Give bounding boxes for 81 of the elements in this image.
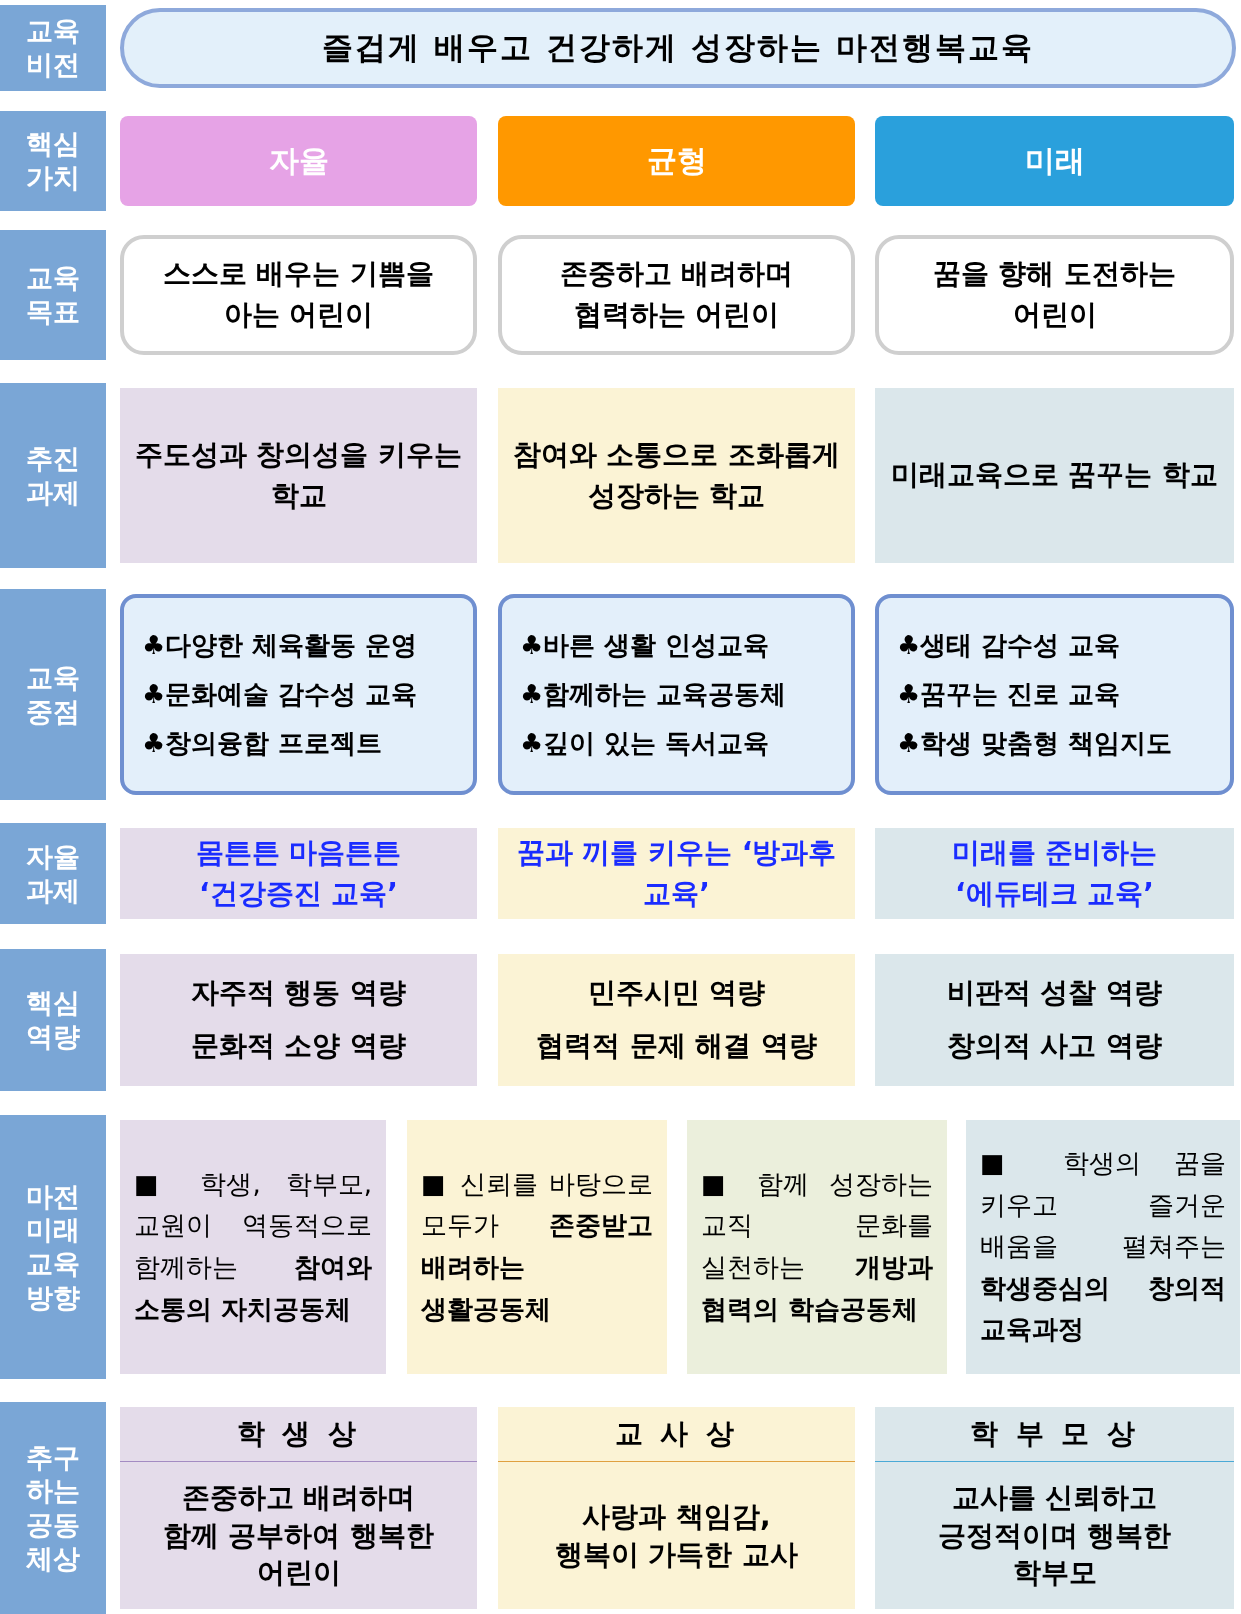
row-header (0, 589, 106, 800)
focus-item: ♣꿈꾸는 진로 교육 (897, 678, 1121, 711)
task-card (875, 388, 1234, 563)
theme-card (498, 828, 855, 919)
direction-text: ■ 신뢰를 바탕으로 모두가 존중받고 배려하는 생활공동체 (421, 1167, 653, 1326)
goal-card (498, 235, 855, 355)
value-label: 자율 (268, 141, 329, 180)
value-badge (498, 116, 855, 206)
ideal-heading: 학 생 상 (120, 1407, 477, 1462)
ideal-heading: 학 부 모 상 (875, 1407, 1234, 1462)
ideal-card (498, 1407, 855, 1609)
focus-item: ♣생태 감수성 교육 (897, 629, 1121, 662)
competency-text: 민주시민 역량 (586, 975, 767, 1012)
ideal-card (875, 1407, 1234, 1609)
row-heading: 교육 중점 (25, 660, 81, 729)
row-heading: 추구 하는 공동 체상 (25, 1440, 81, 1576)
card-text: 참여와 소통으로 조화롭게 성장하는 학교 (511, 436, 842, 514)
value-badge (120, 116, 477, 206)
card-text: 주도성과 창의성을 키우는 학교 (133, 436, 464, 514)
direction-card (120, 1120, 386, 1374)
row-header (0, 823, 106, 924)
competency-text: 비판적 성찰 역량 (945, 975, 1164, 1012)
ideal-card (120, 1407, 477, 1609)
row-heading: 마전 미래 교육 방향 (25, 1179, 81, 1315)
row-heading: 추진 과제 (25, 441, 81, 510)
card-text: 존중하고 배려하며 함께 공부하여 행복한 어린이 (161, 1479, 436, 1592)
row-heading: 핵심 가치 (25, 127, 81, 195)
row-heading: 교육 비전 (25, 14, 81, 82)
value-label: 균형 (646, 141, 707, 180)
goal-card (120, 235, 477, 355)
direction-text: ■ 학생, 학부모, 교원이 역동적으로 함께하는 참여와 소통의 자치공동체 (134, 1167, 372, 1326)
row-header (0, 230, 106, 360)
competency-card (120, 954, 477, 1086)
focus-card (120, 594, 477, 795)
card-text: 사랑과 책임감, 행복이 가득한 교사 (553, 1498, 800, 1573)
value-label: 미래 (1024, 141, 1085, 180)
theme-text: 꿈과 끼를 키우는 ‘방과후 교육’ (515, 834, 838, 912)
focus-item: ♣학생 맞춤형 책임지도 (897, 727, 1173, 760)
theme-card (120, 828, 477, 919)
focus-card (875, 594, 1234, 795)
competency-card (875, 954, 1234, 1086)
theme-text: 몸튼튼 마음튼튼 ‘건강증진 교육’ (194, 834, 403, 912)
goal-card (875, 235, 1234, 355)
row-header (0, 949, 106, 1091)
competency-text: 창의적 사고 역량 (945, 1028, 1164, 1064)
focus-item: ♣바른 생활 인성교육 (520, 629, 770, 662)
vision-text: 즐겁게 배우고 건강하게 성장하는 마전행복교육 (322, 28, 1034, 67)
focus-item: ♣창의융합 프로젝트 (142, 727, 383, 760)
row-header (0, 1115, 106, 1379)
task-card (120, 388, 477, 563)
competency-text: 협력적 문제 해결 역량 (534, 1028, 819, 1064)
direction-card (407, 1120, 667, 1374)
card-text: 교사를 신뢰하고 긍정적이며 행복한 학부모 (936, 1479, 1173, 1592)
direction-text: ■ 학생의 꿈을 키우고 즐거운 배움을 펼쳐주는 학생중심의 창의적 교육과정 (980, 1147, 1226, 1347)
row-header (0, 383, 106, 568)
row-heading: 교육 목표 (25, 261, 81, 329)
theme-text: 미래를 준비하는 ‘에듀테크 교육’ (950, 834, 1159, 912)
ideal-heading: 교 사 상 (498, 1407, 855, 1462)
row-heading: 핵심 역량 (25, 986, 81, 1054)
competency-text: 문화적 소양 역량 (189, 1028, 408, 1064)
card-text: 꿈을 향해 도전하는 어린이 (931, 256, 1178, 333)
card-text: 미래교육으로 꿈꾸는 학교 (889, 457, 1220, 494)
competency-card (498, 954, 855, 1086)
focus-item: ♣문화예술 감수성 교육 (142, 678, 418, 711)
theme-card (875, 828, 1234, 919)
row-header (0, 5, 106, 91)
focus-card (498, 594, 855, 795)
competency-text: 자주적 행동 역량 (189, 975, 408, 1012)
focus-item: ♣함께하는 교육공동체 (520, 678, 787, 711)
row-header (0, 111, 106, 211)
value-badge (875, 116, 1234, 206)
card-text: 존중하고 배려하며 협력하는 어린이 (558, 256, 795, 333)
task-card (498, 388, 855, 563)
row-heading: 자율 과제 (25, 839, 81, 908)
card-text: 스스로 배우는 기쁨을 아는 어린이 (161, 256, 436, 333)
focus-item: ♣다양한 체육활동 운영 (142, 629, 418, 662)
focus-item: ♣깊이 있는 독서교육 (520, 727, 770, 760)
direction-card (687, 1120, 947, 1374)
direction-card (966, 1120, 1240, 1374)
row-header (0, 1402, 106, 1614)
direction-text: ■ 함께 성장하는 교직 문화를 실천하는 개방과 협력의 학습공동체 (701, 1167, 933, 1326)
